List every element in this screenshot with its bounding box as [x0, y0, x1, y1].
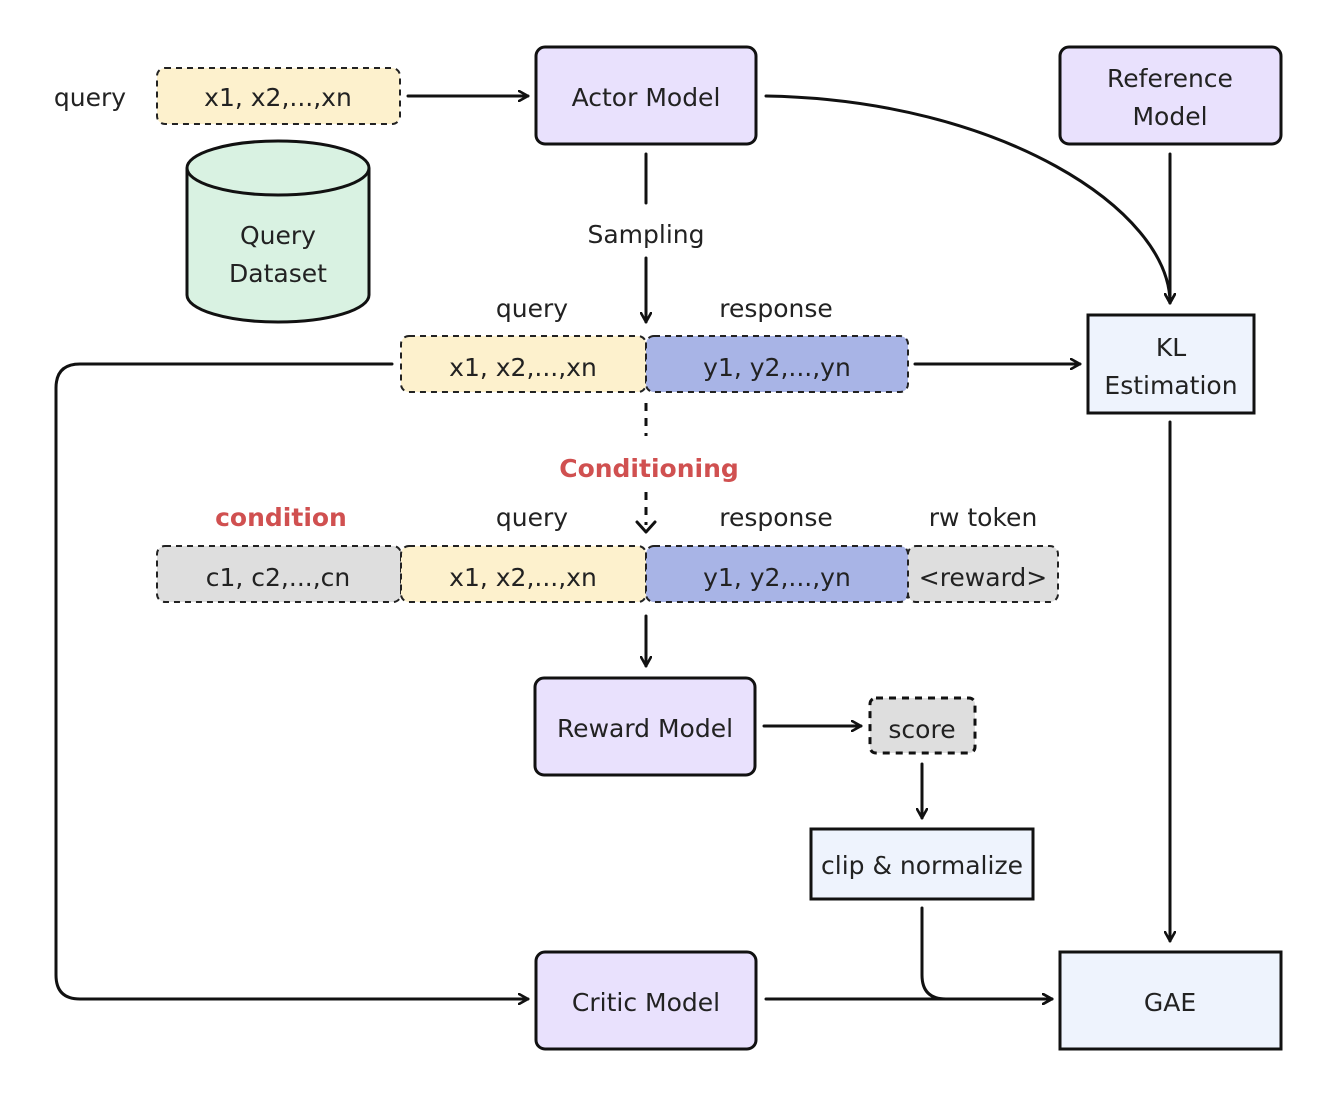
- arrow-clip-to-gae: [920, 906, 1054, 999]
- sampling-label: Sampling: [587, 220, 704, 249]
- response-token-text-low: y1, y2,...,yn: [703, 563, 851, 592]
- connectors: [54, 94, 1170, 999]
- reward-model-label: Reward Model: [557, 714, 733, 743]
- reward-token-box: [907, 545, 1059, 603]
- condition-label: condition: [215, 503, 347, 532]
- query-token-box-low: [400, 545, 647, 603]
- query-dataset-cylinder: Query Dataset: [185, 139, 371, 324]
- response-token-box-mid: [645, 335, 909, 393]
- gae-node: GAE: [1058, 950, 1283, 1051]
- arrow-actor-to-kl: [764, 94, 1170, 305]
- actor-model-label: Actor Model: [572, 83, 721, 112]
- query-token-text-low: x1, x2,...,xn: [449, 563, 597, 592]
- sequence-mid: x1, x2,...,xn y1, y2,...,yn: [400, 335, 909, 393]
- condition-token-box: [156, 545, 402, 603]
- score-label: score: [888, 715, 955, 744]
- conditioning-label: Conditioning: [559, 454, 739, 483]
- query-label-low: query: [496, 503, 568, 532]
- reference-model-label-line1: Reference: [1107, 64, 1233, 93]
- score-node: score: [868, 696, 977, 755]
- arrow-sequence-to-critic: [54, 362, 530, 999]
- clip-normalize-node: clip & normalize: [809, 827, 1035, 901]
- query-token-text-mid: x1, x2,...,xn: [449, 353, 597, 382]
- critic-model-node: Critic Model: [534, 950, 758, 1051]
- reference-model-node: Reference Model: [1058, 45, 1283, 146]
- kl-estimation-node: KL Estimation: [1086, 313, 1256, 415]
- critic-model-label: Critic Model: [572, 988, 720, 1017]
- rw-token-label: rw token: [929, 503, 1038, 532]
- query-dataset-label-line2: Dataset: [229, 259, 327, 288]
- reward-token-text: <reward>: [919, 563, 1047, 592]
- actor-model-node: Actor Model: [534, 45, 758, 146]
- reference-model-label-line2: Model: [1132, 102, 1207, 131]
- kl-estimation-label-line1: KL: [1156, 333, 1186, 362]
- kl-estimation-label-line2: Estimation: [1104, 371, 1237, 400]
- query-token-box-mid: [400, 335, 647, 393]
- query-label-mid: query: [496, 294, 568, 323]
- response-label-mid: response: [719, 294, 833, 323]
- response-label-low: response: [719, 503, 833, 532]
- conditioning-arrow-head: [635, 520, 657, 534]
- reward-model-node: Reward Model: [533, 676, 757, 777]
- query-label-top: query: [54, 83, 126, 112]
- clip-normalize-label: clip & normalize: [821, 851, 1023, 880]
- response-token-text-mid: y1, y2,...,yn: [703, 353, 851, 382]
- sequence-low: c1, c2,...,cn x1, x2,...,xn y1, y2,...,y…: [156, 545, 1059, 603]
- query-token-text-top: x1, x2,...,xn: [204, 83, 352, 112]
- condition-token-text: c1, c2,...,cn: [206, 563, 351, 592]
- query-dataset-label-line1: Query: [240, 221, 316, 250]
- query-token-box-top: x1, x2,...,xn: [156, 67, 401, 125]
- gae-label: GAE: [1144, 988, 1196, 1017]
